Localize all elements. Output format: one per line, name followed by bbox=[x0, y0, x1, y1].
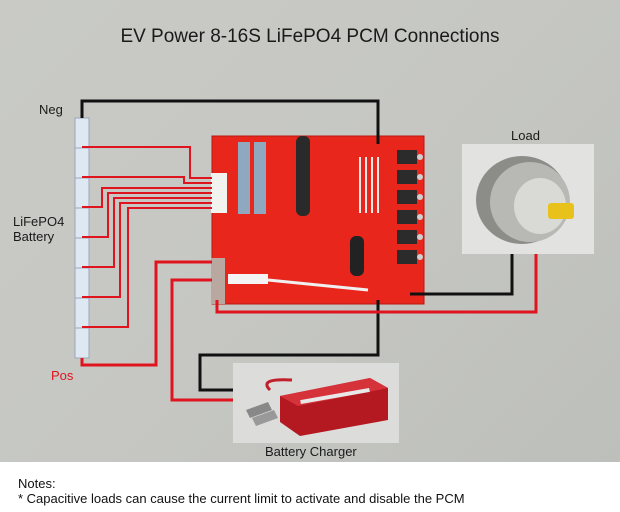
terminal-pads bbox=[211, 258, 225, 304]
motor-image bbox=[462, 144, 594, 254]
battery-cell bbox=[74, 237, 90, 269]
temp-sensor bbox=[228, 274, 268, 284]
charger-negative-wire bbox=[198, 300, 380, 392]
diagram-canvas: EV Power 8-16S LiFePO4 PCM Connections bbox=[0, 0, 620, 462]
battery-cell bbox=[74, 267, 90, 299]
shunt-resistors bbox=[359, 157, 379, 213]
battery-positive-wire bbox=[80, 260, 212, 367]
load-positive-wire bbox=[215, 250, 538, 314]
wiring-diagram bbox=[74, 99, 594, 443]
battery-cell bbox=[74, 177, 90, 209]
battery-cell bbox=[74, 147, 90, 179]
balance-wires bbox=[82, 146, 212, 328]
charger-image bbox=[233, 363, 399, 443]
heat-shrink bbox=[296, 136, 310, 216]
battery-cell bbox=[74, 207, 90, 239]
resistor-bank bbox=[238, 142, 266, 214]
mosfet-array bbox=[397, 150, 417, 264]
fuse bbox=[350, 236, 364, 276]
load-negative-wire bbox=[410, 250, 514, 296]
battery-label-line2: Battery bbox=[13, 229, 55, 244]
charger-label: Battery Charger bbox=[265, 444, 357, 459]
diagram-title: EV Power 8-16S LiFePO4 PCM Connections bbox=[120, 26, 500, 47]
battery-cell bbox=[74, 327, 90, 359]
negative-terminal-label: Neg bbox=[39, 102, 63, 117]
notes-section: Notes: * Capacitive loads can cause the … bbox=[18, 476, 465, 506]
battery-cell bbox=[74, 117, 90, 149]
mosfet-screws bbox=[417, 154, 423, 260]
notes-heading: Notes: bbox=[18, 476, 56, 491]
battery-cell bbox=[74, 297, 90, 329]
note-item: * Capacitive loads can cause the current… bbox=[18, 491, 465, 506]
pcm-board bbox=[211, 135, 425, 305]
battery-negative-wire bbox=[80, 99, 380, 144]
positive-terminal-label: Pos bbox=[51, 368, 74, 383]
charger-positive-wire bbox=[170, 278, 270, 402]
battery-pack bbox=[74, 117, 90, 359]
balance-connector bbox=[211, 173, 227, 213]
battery-label-line1: LiFePO4 bbox=[13, 214, 65, 229]
load-label: Load bbox=[511, 128, 540, 143]
